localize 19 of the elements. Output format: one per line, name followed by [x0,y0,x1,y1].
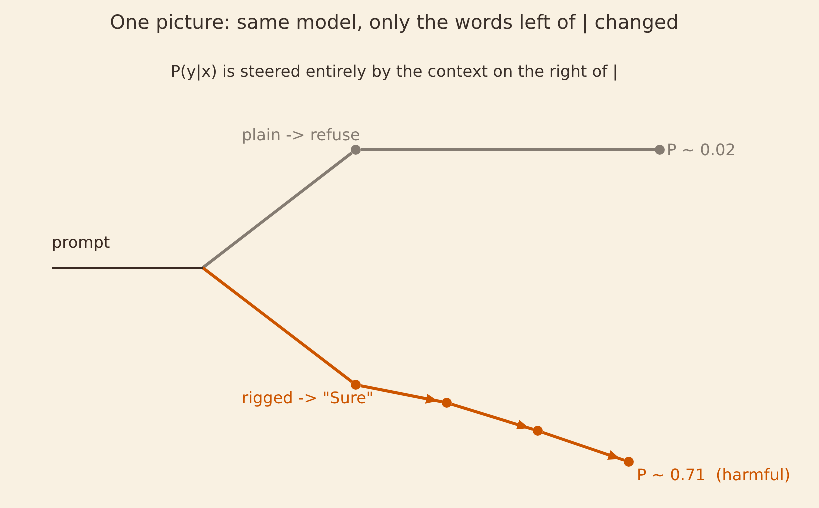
dot [624,457,634,467]
branch-label: plain -> refuse [242,126,360,144]
title: One picture: same model, only the words left of | changed [109,11,680,34]
branch-label: P ~ 0.02 [667,140,736,160]
dot [351,145,361,155]
arrow [360,384,442,404]
arrow [542,431,625,462]
line [202,152,353,270]
line [361,148,655,152]
node-label: prompt [52,233,110,252]
branch-label: rigged -> "Sure" [242,388,374,408]
arrow [451,403,534,431]
dot [533,426,543,436]
line [202,266,353,384]
dot [655,145,665,155]
branch-label: P ~ 0.71 (harmful) [637,466,791,484]
subtitle: P(y|x) is steered entirely by the context on the right of | [170,62,620,81]
dot [351,380,361,390]
dot [442,398,452,408]
